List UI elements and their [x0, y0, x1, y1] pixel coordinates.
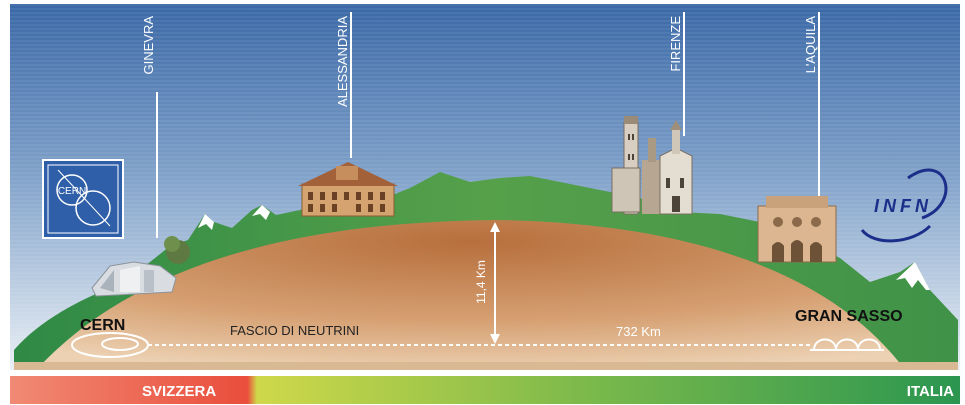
cern-logo: CERN [42, 159, 124, 239]
label-depth: 11,4 Km [474, 260, 488, 304]
cern-logo-text: CERN [58, 186, 86, 197]
ground-base [14, 362, 958, 370]
snow-peak-1 [198, 214, 214, 230]
infn-logo-text: INFN [874, 196, 932, 216]
city-label-laquila: L'AQUILA [803, 16, 818, 74]
country-label-svizzera: SVIZZERA [142, 383, 216, 400]
country-bar [10, 376, 960, 404]
depth-arrow-head-top [490, 222, 500, 232]
city-label-ginevra: GINEVRA [141, 16, 156, 75]
depth-arrow-head-bottom [490, 334, 500, 344]
label-distance: 732 Km [616, 324, 661, 339]
infn-logo: INFN [860, 168, 948, 243]
gran-sasso-labs-icon [810, 338, 884, 351]
label-cern: CERN [80, 317, 125, 334]
city-label-alessandria: ALESSANDRIA [335, 16, 350, 107]
country-label-italia: ITALIA [907, 383, 954, 400]
city-label-firenze: FIRENZE [668, 16, 683, 72]
label-neutrino-beam: FASCIO DI NEUTRINI [230, 323, 359, 338]
cern-ring-inner [101, 337, 139, 351]
laquila-church-icon [757, 196, 837, 263]
firenze-monuments-icon [611, 116, 693, 215]
cern-buildings-icon [91, 236, 190, 297]
snow-peak-3 [896, 262, 930, 290]
alessandria-palace-icon [298, 162, 398, 217]
label-gran-sasso: GRAN SASSO [795, 308, 903, 325]
snow-peak-2 [252, 205, 270, 220]
earth-cross-section [40, 220, 902, 366]
cern-ring-outer [71, 332, 149, 358]
